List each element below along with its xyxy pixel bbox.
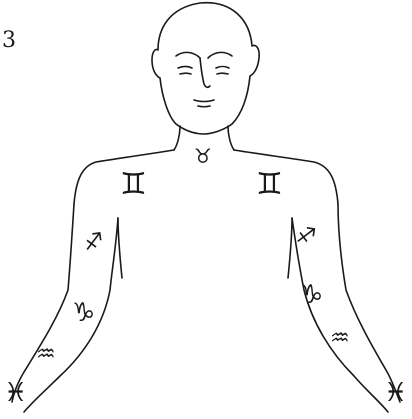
aquarius-symbol-left: ♒ [36, 344, 56, 366]
brow-left [176, 52, 200, 58]
torso-right [288, 218, 292, 278]
eye-right-lower [217, 73, 228, 74]
head-outline [152, 3, 259, 134]
eye-left [178, 67, 192, 69]
figure-number: 3 [2, 30, 16, 52]
gemini-symbol-left: ♊ [120, 170, 147, 200]
arm-right-outer [338, 204, 400, 402]
sagittarius-symbol-right: ♐ [295, 225, 318, 250]
pisces-symbol-left: ♓ [4, 380, 27, 406]
eye-right [216, 67, 229, 69]
shoulder-right [234, 150, 338, 204]
capricorn-symbol-left: ♑ [72, 300, 95, 326]
brow-right [208, 52, 232, 58]
pisces-symbol-right: ♓ [384, 380, 407, 406]
mouth-lower [198, 106, 210, 107]
gemini-symbol-right: ♊ [256, 170, 283, 200]
aquarius-symbol-right: ♒ [330, 328, 350, 350]
eye-left-lower [180, 73, 191, 74]
torso-left [118, 218, 122, 278]
nose [200, 58, 210, 87]
neck-right [228, 126, 234, 150]
taurus-symbol: ♉ [194, 146, 212, 166]
capricorn-symbol-right: ♑ [300, 282, 323, 308]
mouth [194, 100, 214, 102]
sagittarius-symbol-left: ♐ [83, 231, 106, 256]
neck-left [174, 126, 180, 150]
